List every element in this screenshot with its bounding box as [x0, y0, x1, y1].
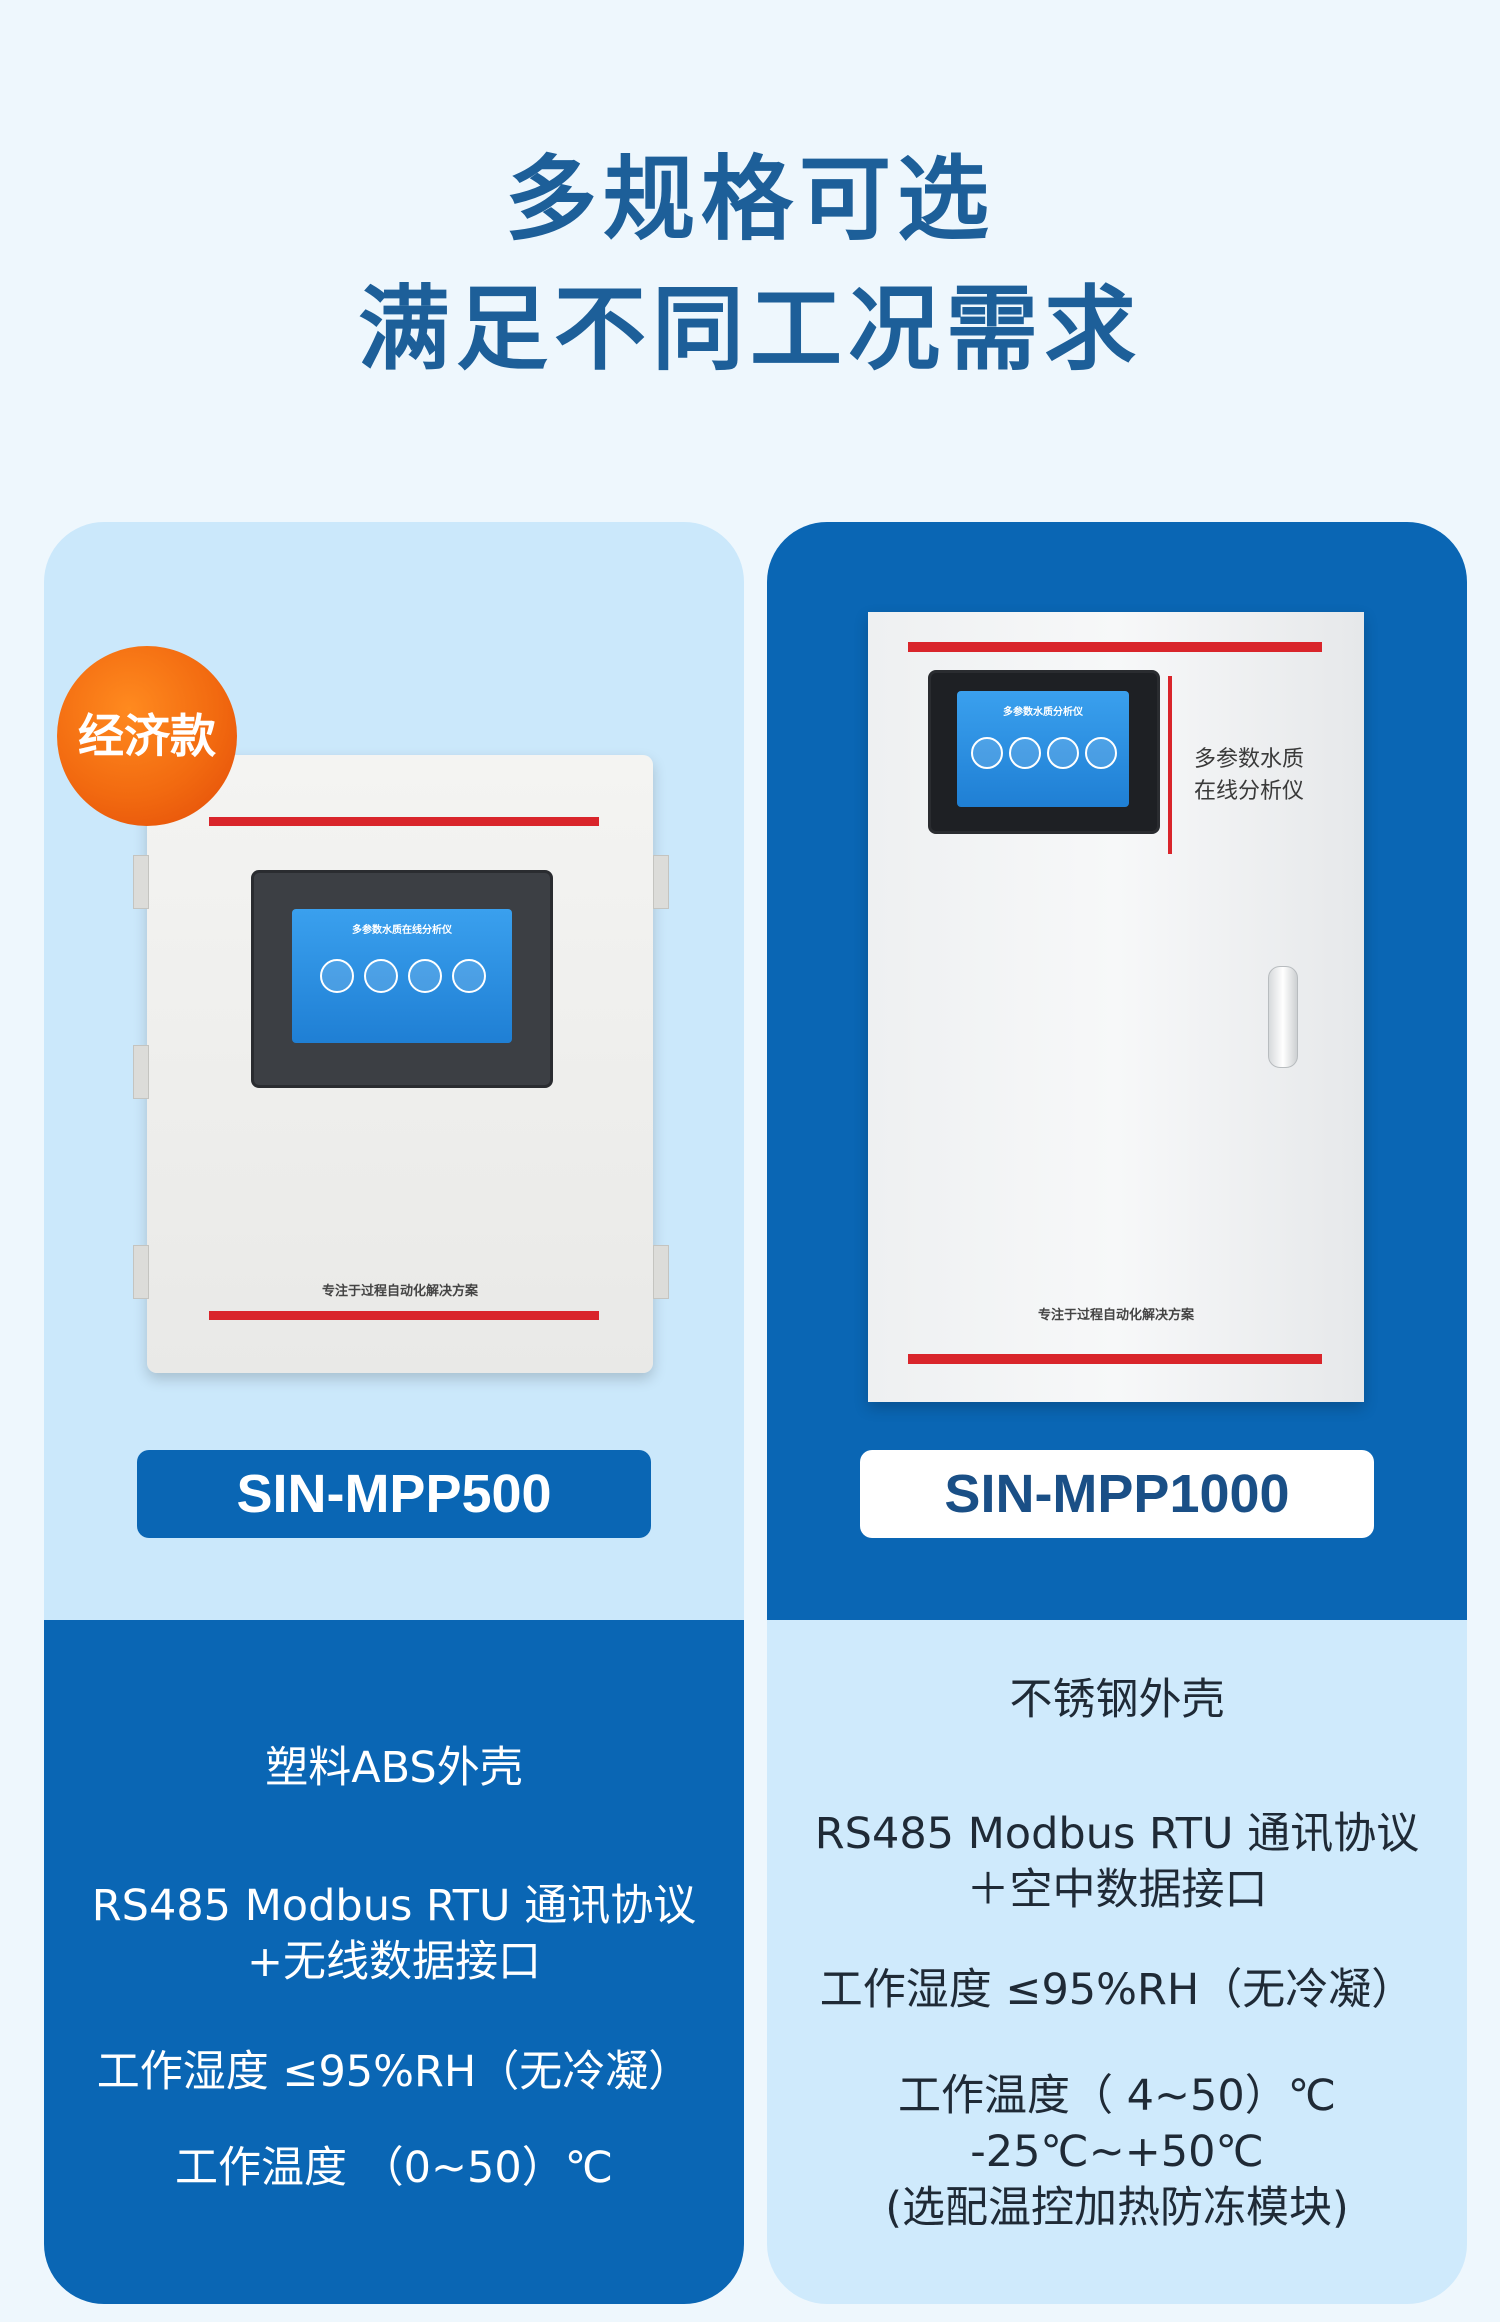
- spec-temperature: 工作温度 （0~50）℃: [174, 2143, 614, 2193]
- spec-humidity: 工作湿度 ≤95%RH（无冷凝）: [96, 2047, 692, 2097]
- spec-shell: 塑料ABS外壳: [265, 1743, 523, 1793]
- spec-shell: 不锈钢外壳: [1009, 1675, 1225, 1725]
- screen-title: 多参数水质在线分析仪: [352, 925, 452, 936]
- red-stripe: [209, 817, 599, 826]
- panel-label-1: 多参数水质: [1194, 747, 1305, 772]
- headline-line-2: 满足不同工况需求: [357, 276, 1142, 383]
- card-specs: 塑料ABS外壳 RS485 Modbus RTU 通讯协议 +无线数据接口 工作…: [44, 1620, 744, 2304]
- headline-line-1: 多规格可选: [504, 146, 995, 253]
- gauge-icon: [1009, 737, 1041, 769]
- spec-temperature: 工作温度（ 4~50）℃: [897, 2071, 1337, 2121]
- device-tagline: 专注于过程自动化解决方案: [1037, 1308, 1194, 1323]
- gauge-icon: [364, 959, 398, 993]
- panel-label-2: 在线分析仪: [1194, 779, 1305, 804]
- gauge-icon: [320, 959, 354, 993]
- device-tagline: 专注于过程自动化解决方案: [321, 1284, 478, 1299]
- card-specs: 不锈钢外壳 RS485 Modbus RTU 通讯协议 ＋空中数据接口 工作湿度…: [767, 1620, 1467, 2304]
- spec-interface: +无线数据接口: [246, 1937, 542, 1987]
- spec-temperature-extended: -25℃~+50℃: [970, 2127, 1264, 2177]
- hinge: [653, 1245, 669, 1299]
- red-stripe: [1168, 676, 1172, 854]
- screen-frame: 多参数水质分析仪: [928, 670, 1160, 834]
- economy-badge: 经济款: [57, 646, 237, 826]
- red-stripe: [209, 1311, 599, 1320]
- gauge-icon: [452, 959, 486, 993]
- screen-frame: 多参数水质在线分析仪: [251, 870, 553, 1088]
- device-screen: 多参数水质在线分析仪: [292, 909, 512, 1043]
- spec-humidity: 工作湿度 ≤95%RH（无冷凝）: [819, 1965, 1415, 2015]
- device-screen: 多参数水质分析仪: [957, 691, 1129, 807]
- device-image-plastic: 多参数水质在线分析仪 专注于过程自动化解决方案: [133, 755, 669, 1373]
- hinge: [653, 855, 669, 909]
- device-image-stainless: 多参数水质分析仪 多参数水质 在线分析仪 专注于过程自动化解决方案: [868, 612, 1364, 1402]
- model-label: SIN-MPP500: [137, 1450, 651, 1538]
- hinge: [133, 1245, 149, 1299]
- spec-protocol: RS485 Modbus RTU 通讯协议: [91, 1881, 697, 1931]
- red-stripe: [908, 642, 1322, 652]
- spec-protocol: RS485 Modbus RTU 通讯协议: [814, 1809, 1420, 1859]
- hinge: [133, 1045, 149, 1099]
- gauge-icon: [408, 959, 442, 993]
- hinge: [133, 855, 149, 909]
- screen-title: 多参数水质分析仪: [1003, 707, 1083, 718]
- spec-option-module: (选配温控加热防冻模块): [885, 2183, 1349, 2233]
- model-label: SIN-MPP1000: [860, 1450, 1374, 1538]
- red-stripe: [908, 1354, 1322, 1364]
- gauge-icon: [971, 737, 1003, 769]
- gauge-icon: [1047, 737, 1079, 769]
- spec-interface: ＋空中数据接口: [966, 1865, 1268, 1915]
- gauge-icon: [1085, 737, 1117, 769]
- door-handle: [1268, 966, 1298, 1068]
